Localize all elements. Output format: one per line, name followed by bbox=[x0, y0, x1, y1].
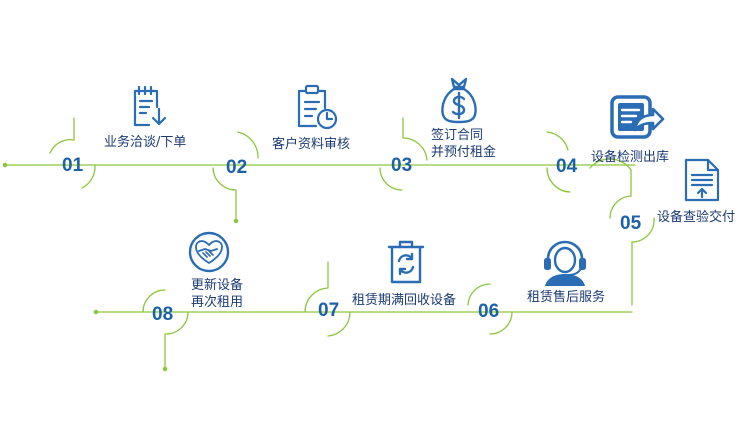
step-02-label: 客户资料审核 bbox=[272, 137, 351, 152]
step-07-number: 07 bbox=[318, 300, 340, 321]
step-08-number: 08 bbox=[152, 304, 174, 325]
step-03-number: 03 bbox=[391, 155, 413, 176]
order-clipboard-icon bbox=[133, 85, 167, 127]
step-08-label-line1: 更新设备 bbox=[191, 278, 244, 293]
headset-agent-icon bbox=[544, 240, 586, 286]
recycle-bin-icon bbox=[387, 240, 425, 284]
connector-02-dot bbox=[233, 218, 239, 224]
bracket-03 bbox=[379, 117, 428, 191]
document-upload-icon bbox=[684, 158, 720, 202]
connector-bottom-dot bbox=[93, 309, 99, 315]
step-02-number: 02 bbox=[226, 157, 248, 178]
step-05-label: 设备查验交付 bbox=[657, 210, 736, 225]
connector-start-dot bbox=[2, 162, 8, 168]
step-04-number: 04 bbox=[556, 156, 578, 177]
step-06-label: 租赁售后服务 bbox=[527, 290, 606, 305]
handshake-heart-icon bbox=[188, 231, 230, 273]
step-01-number: 01 bbox=[62, 155, 84, 176]
bracket-05 bbox=[609, 195, 655, 306]
step-01-label: 业务洽谈/下单 bbox=[104, 135, 187, 150]
bracket-06 bbox=[467, 283, 513, 335]
step-03-label-line2: 并预付租金 bbox=[431, 145, 497, 160]
step-04-label: 设备检测出库 bbox=[591, 150, 670, 165]
share-document-icon bbox=[610, 95, 665, 139]
step-05-number: 05 bbox=[620, 213, 642, 234]
step-03-label-line1: 签订合同 bbox=[431, 128, 484, 143]
step-07-label: 租赁期满回收设备 bbox=[352, 293, 457, 308]
step-06-number: 06 bbox=[478, 301, 500, 322]
connector-end-dot bbox=[162, 366, 168, 372]
bracket-04 bbox=[546, 131, 632, 197]
bracket-08 bbox=[142, 289, 189, 369]
money-bag-icon bbox=[441, 77, 477, 124]
bracket-02 bbox=[212, 131, 259, 221]
bracket-07 bbox=[304, 261, 351, 337]
bracket-01 bbox=[49, 117, 96, 189]
clipboard-clock-icon bbox=[297, 84, 338, 130]
step-08-label-line2: 再次租用 bbox=[191, 295, 244, 310]
